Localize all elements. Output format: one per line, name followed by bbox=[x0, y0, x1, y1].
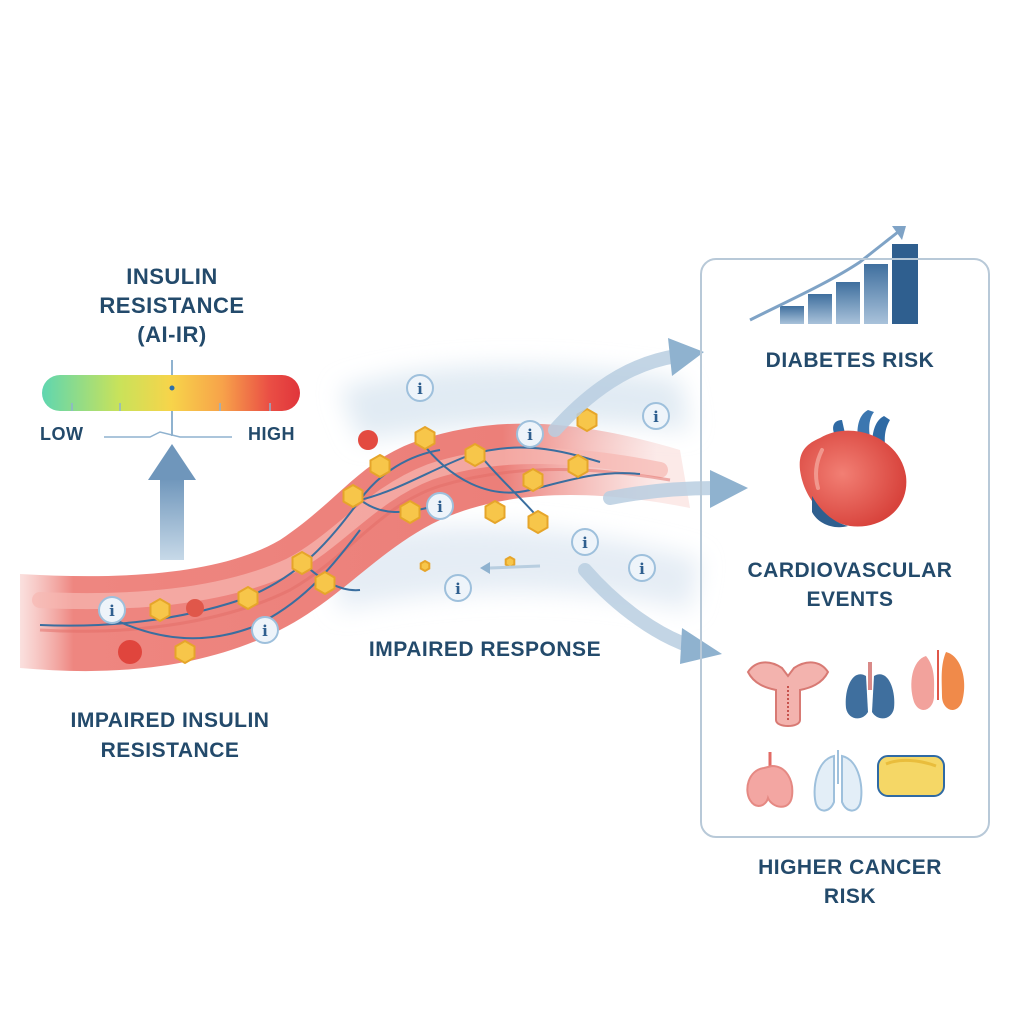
diabetes-risk-label: DIABETES RISK bbox=[765, 349, 935, 372]
receptor-marker-icon: i bbox=[98, 596, 126, 624]
insulin-molecule bbox=[174, 639, 196, 665]
outcomes-panel bbox=[700, 258, 990, 838]
receptor-marker-icon: i bbox=[628, 554, 656, 582]
scale-low-label: LOW bbox=[40, 424, 84, 444]
receptor-marker-glyph: i bbox=[262, 622, 268, 640]
insulin-molecule bbox=[464, 442, 486, 468]
receptor-marker-glyph: i bbox=[455, 580, 461, 598]
vessel-label-line: RESISTANCE bbox=[100, 739, 240, 762]
cancer-label-line: HIGHER CANCER bbox=[758, 856, 942, 879]
impaired-insulin-resistance-label: IMPAIRED INSULIN RESISTANCE bbox=[30, 706, 310, 766]
insulin-molecule bbox=[484, 499, 506, 525]
arrow-to-cardio-head bbox=[710, 470, 748, 508]
cardio-label-line: CARDIOVASCULAR bbox=[747, 559, 953, 582]
scale-marker-dot bbox=[169, 385, 175, 391]
insulin-molecule bbox=[522, 467, 544, 493]
scale-high-label: HIGH bbox=[248, 424, 295, 444]
insulin-molecule bbox=[149, 597, 171, 623]
receptor-marker-glyph: i bbox=[109, 602, 115, 620]
uterus-icon bbox=[746, 661, 830, 727]
scale-title: INSULIN RESISTANCE (AI-IR) bbox=[62, 262, 282, 349]
insulin-resistance-scale bbox=[42, 360, 300, 438]
heart-icon bbox=[799, 410, 907, 528]
receptor-marker-glyph: i bbox=[437, 498, 443, 516]
receptor-marker-glyph: i bbox=[639, 560, 645, 578]
receptor-marker-icon: i bbox=[444, 574, 472, 602]
receptor-marker-glyph: i bbox=[417, 380, 423, 398]
scale-title-line: RESISTANCE bbox=[99, 293, 245, 318]
insulin-molecule bbox=[342, 483, 364, 509]
red-blood-cells bbox=[118, 430, 378, 664]
impaired-response-label: IMPAIRED RESPONSE bbox=[368, 638, 602, 661]
receptor-marker-icon: i bbox=[516, 420, 544, 448]
receptor-markers: i i i i i i i i i bbox=[98, 374, 670, 644]
up-arrow bbox=[148, 444, 196, 560]
kidneys-icon bbox=[911, 650, 965, 710]
scale-ticks bbox=[71, 403, 271, 411]
red-blood-cell bbox=[118, 640, 142, 664]
insulin-molecule bbox=[314, 570, 336, 596]
insulin-molecule bbox=[399, 499, 421, 525]
vessel-label-line: IMPAIRED INSULIN bbox=[70, 709, 270, 732]
up-arrow-shaft bbox=[160, 478, 184, 560]
arrow-backflow-head bbox=[480, 562, 490, 574]
vessel-inner-line bbox=[39, 468, 671, 633]
cancer-label-line: RISK bbox=[823, 885, 877, 908]
receptor-marker-glyph: i bbox=[653, 408, 659, 426]
lung-outline-icon bbox=[813, 750, 863, 812]
receptor-marker-icon: i bbox=[571, 528, 599, 556]
scale-title-line: INSULIN bbox=[126, 264, 218, 289]
receptor-marker-icon: i bbox=[251, 616, 279, 644]
insulin-molecules bbox=[149, 407, 598, 665]
insulin-molecule bbox=[419, 559, 431, 573]
stomach-icon bbox=[746, 752, 794, 808]
insulin-molecule bbox=[527, 509, 549, 535]
arrow-backflow bbox=[489, 564, 541, 570]
pancreas-icon bbox=[877, 755, 945, 797]
insulin-molecule bbox=[567, 453, 589, 479]
insulin-molecule bbox=[414, 425, 436, 451]
vessel-lumen-highlight bbox=[32, 448, 668, 610]
insulin-molecule bbox=[369, 453, 391, 479]
cardiovascular-events-label: CARDIOVASCULAR EVENTS bbox=[728, 556, 972, 614]
receptor-marker-icon: i bbox=[642, 402, 670, 430]
insulin-molecule bbox=[237, 585, 259, 611]
insulin-molecule bbox=[291, 550, 313, 576]
arrow-to-cardio bbox=[603, 481, 723, 505]
higher-cancer-risk-label: HIGHER CANCER RISK bbox=[720, 853, 980, 911]
scale-gradient-bar bbox=[42, 375, 300, 411]
arrow-to-cancer bbox=[578, 563, 697, 653]
scale-baseline bbox=[104, 431, 232, 438]
cardio-label-line: EVENTS bbox=[806, 588, 894, 611]
receptor-marker-icon: i bbox=[426, 492, 454, 520]
bar-chart-trend-icon bbox=[749, 226, 918, 324]
arrow-to-diabetes-head bbox=[668, 338, 704, 376]
receptor-marker-glyph: i bbox=[582, 534, 588, 552]
up-arrow-head bbox=[148, 444, 196, 480]
receptor-marker-icon: i bbox=[406, 374, 434, 402]
arrow-to-diabetes bbox=[548, 349, 683, 437]
insulin-molecule bbox=[504, 555, 516, 569]
red-blood-cell bbox=[186, 599, 204, 617]
lungs-icon bbox=[845, 662, 895, 719]
red-blood-cell bbox=[358, 430, 378, 450]
receptor-marker-glyph: i bbox=[527, 426, 533, 444]
scale-title-line: (AI-IR) bbox=[137, 322, 207, 347]
